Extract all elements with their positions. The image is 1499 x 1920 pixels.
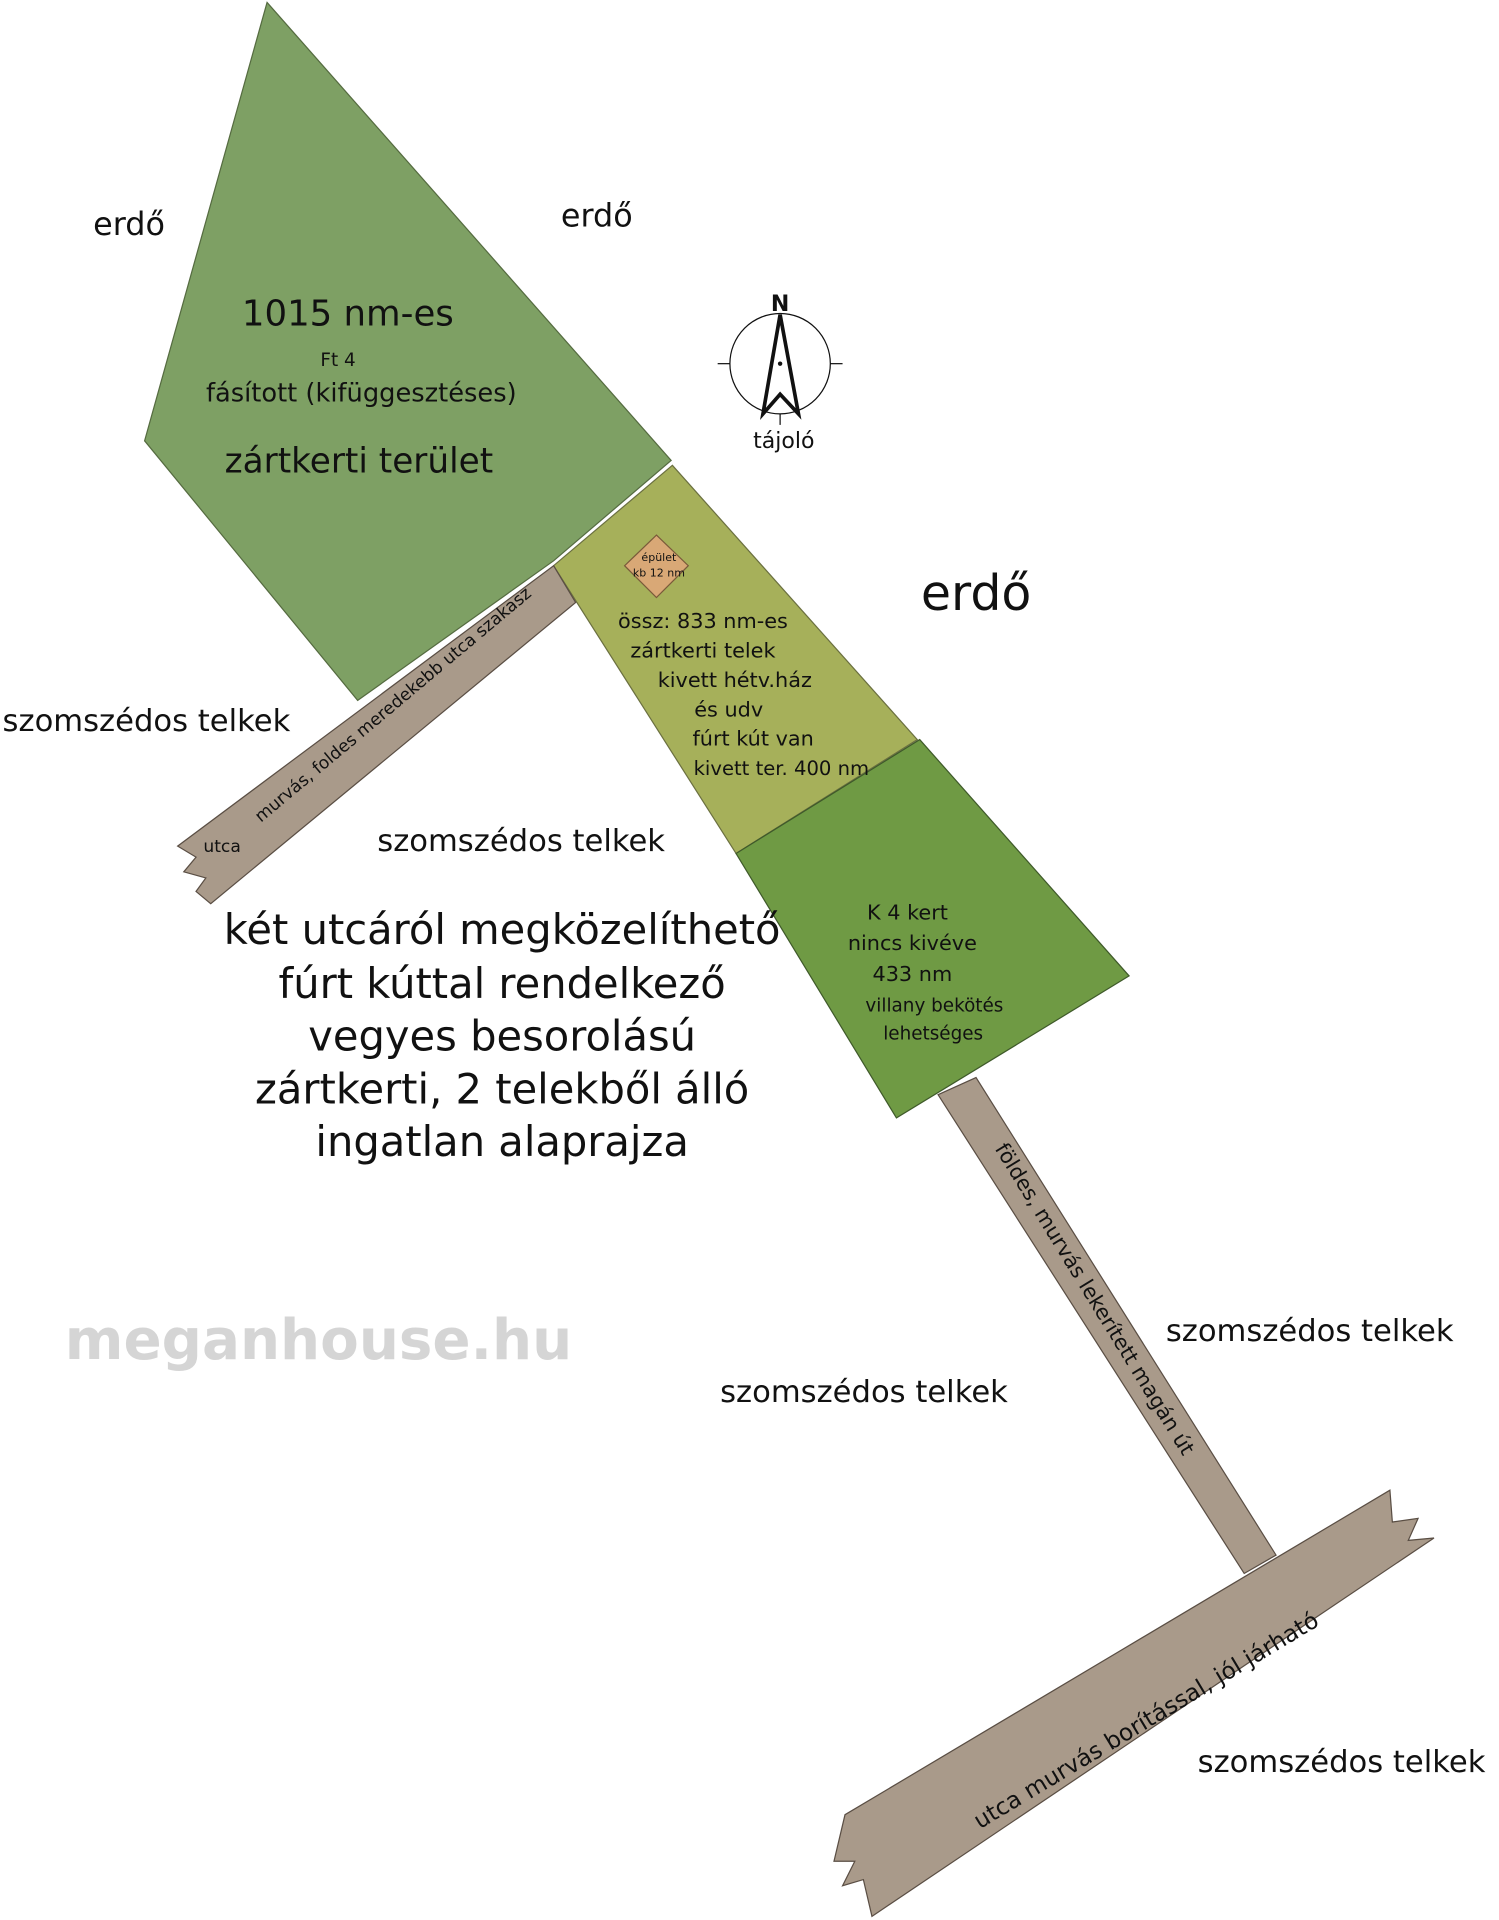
plot2-text: össz: 833 nm-es bbox=[618, 609, 788, 633]
plot3-text: nincs kivéve bbox=[848, 931, 977, 955]
road-main-street bbox=[833, 1489, 1435, 1918]
plot-ft4-forested bbox=[143, 1, 673, 702]
plot2-text: zártkerti telek bbox=[630, 639, 775, 663]
neighbors-label: szomszédos telkek bbox=[1198, 1745, 1486, 1780]
plot1-desc: fásított (kifüggesztéses) bbox=[206, 379, 517, 409]
watermark: meganhouse.hu bbox=[65, 1308, 572, 1373]
plot-k4-garden bbox=[735, 738, 1131, 1119]
summary-line: zártkerti, 2 telekből álló bbox=[255, 1064, 749, 1113]
plot1-type: zártkerti terület bbox=[225, 442, 494, 482]
plot3-text: villany bekötés bbox=[865, 995, 1003, 1016]
building-area: kb 12 nm bbox=[633, 567, 685, 580]
building bbox=[623, 534, 690, 599]
neighbors-label: szomszédos telkek bbox=[720, 1375, 1008, 1410]
road-private bbox=[937, 1076, 1277, 1575]
neighbors-label: szomszédos telkek bbox=[377, 824, 665, 859]
compass-north: N bbox=[771, 292, 789, 317]
road1-utca: utca bbox=[203, 837, 240, 857]
compass-icon bbox=[717, 312, 843, 425]
neighbors-label: szomszédos telkek bbox=[3, 704, 291, 739]
plot2-text: és udv bbox=[694, 697, 763, 721]
road-steep-section bbox=[176, 564, 577, 905]
plot1-class: Ft 4 bbox=[320, 350, 355, 371]
forest-label: erdő bbox=[93, 205, 165, 243]
plot2-text: kivett hétv.ház bbox=[658, 668, 812, 692]
summary-line: fúrt kúttal rendelkező bbox=[279, 959, 726, 1008]
plot1-size: 1015 nm-es bbox=[242, 294, 454, 335]
plot3-text: 433 nm bbox=[872, 962, 952, 986]
summary-line: két utcáról megközelíthető bbox=[224, 905, 781, 954]
plot3-text: K 4 kert bbox=[867, 901, 948, 925]
summary-line: vegyes besorolású bbox=[308, 1012, 696, 1061]
plot2-text: kivett ter. 400 nm bbox=[694, 757, 869, 780]
compass-label: tájoló bbox=[753, 429, 814, 454]
forest-label: erdő bbox=[561, 197, 633, 235]
road2-label: földes, murvás lekerített magán út bbox=[990, 1139, 1199, 1460]
building-label: épület bbox=[641, 551, 677, 564]
plot3-text: lehetséges bbox=[883, 1024, 983, 1045]
plot2-text: fúrt kút van bbox=[692, 727, 813, 751]
forest-label: erdő bbox=[921, 565, 1031, 622]
summary-line: ingatlan alaprajza bbox=[315, 1117, 688, 1166]
neighbors-label: szomszédos telkek bbox=[1166, 1314, 1454, 1349]
